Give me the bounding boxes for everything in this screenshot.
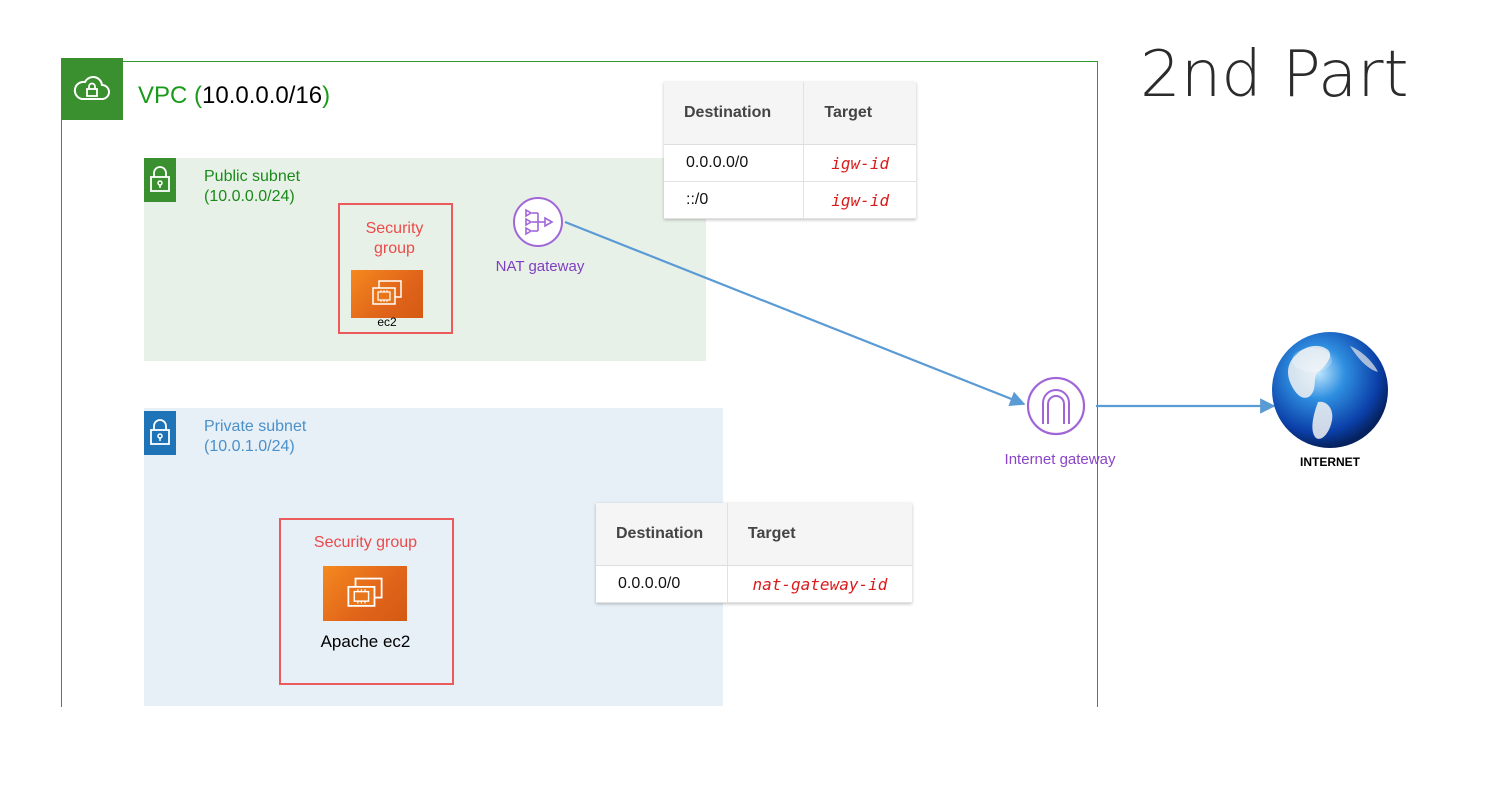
internet-gateway-label: Internet gateway <box>1004 451 1116 468</box>
lock-icon <box>144 158 176 202</box>
internet-gateway-icon <box>1026 376 1086 436</box>
public-subnet-cidr: (10.0.0.0/24) <box>204 188 295 205</box>
ec2-instance-icon <box>323 566 407 621</box>
internet-label: INTERNET <box>1300 455 1360 469</box>
cloud-lock-icon <box>61 58 123 120</box>
ec2-instance-icon <box>351 270 423 318</box>
target-header: Target <box>726 503 912 566</box>
lock-icon <box>144 411 176 455</box>
public-security-group <box>338 203 453 334</box>
vpc-cidr: 10.0.0.0/16 <box>202 82 323 109</box>
target-cell: igw-id <box>803 144 916 182</box>
private-ec2-label: Apache ec2 <box>320 632 411 651</box>
table-row: 0.0.0.0/0 nat-gateway-id <box>596 565 912 603</box>
nat-gateway-label: NAT gateway <box>495 258 585 275</box>
target-cell: nat-gateway-id <box>726 565 912 603</box>
destination-header: Destination <box>596 503 728 566</box>
table-row: ::/0 igw-id <box>664 181 916 219</box>
nat-gateway-icon <box>513 197 563 247</box>
slide-title: 2nd Part <box>1140 38 1409 112</box>
public-ec2-label: ec2 <box>377 315 397 329</box>
vpc-container <box>61 61 1098 707</box>
private-subnet-name: Private subnet <box>204 418 307 435</box>
destination-cell: 0.0.0.0/0 <box>664 144 804 182</box>
private-security-group-label: Security group <box>313 534 418 551</box>
destination-header: Destination <box>664 82 804 145</box>
public-subnet-name: Public subnet <box>204 168 301 185</box>
private-security-group <box>279 518 454 685</box>
public-subnet-label: Public subnet (10.0.0.0/24) <box>204 167 300 207</box>
vpc-title: VPC (10.0.0.0/16) <box>138 82 331 109</box>
target-cell: igw-id <box>803 181 916 219</box>
destination-cell: ::/0 <box>664 181 804 219</box>
target-header: Target <box>803 82 916 145</box>
private-subnet-cidr: (10.0.1.0/24) <box>204 438 295 455</box>
private-route-table: Destination Target 0.0.0.0/0 nat-gateway… <box>596 503 912 603</box>
public-security-group-label: Security group <box>365 220 424 257</box>
globe-icon <box>1272 332 1388 448</box>
nat-to-igw-arrow <box>564 220 1026 407</box>
table-row: 0.0.0.0/0 igw-id <box>664 144 916 182</box>
private-subnet-label: Private subnet (10.0.1.0/24) <box>204 417 306 457</box>
public-route-table: Destination Target 0.0.0.0/0 igw-id ::/0… <box>664 82 916 219</box>
destination-cell: 0.0.0.0/0 <box>596 565 728 603</box>
public-subnet <box>144 158 706 361</box>
